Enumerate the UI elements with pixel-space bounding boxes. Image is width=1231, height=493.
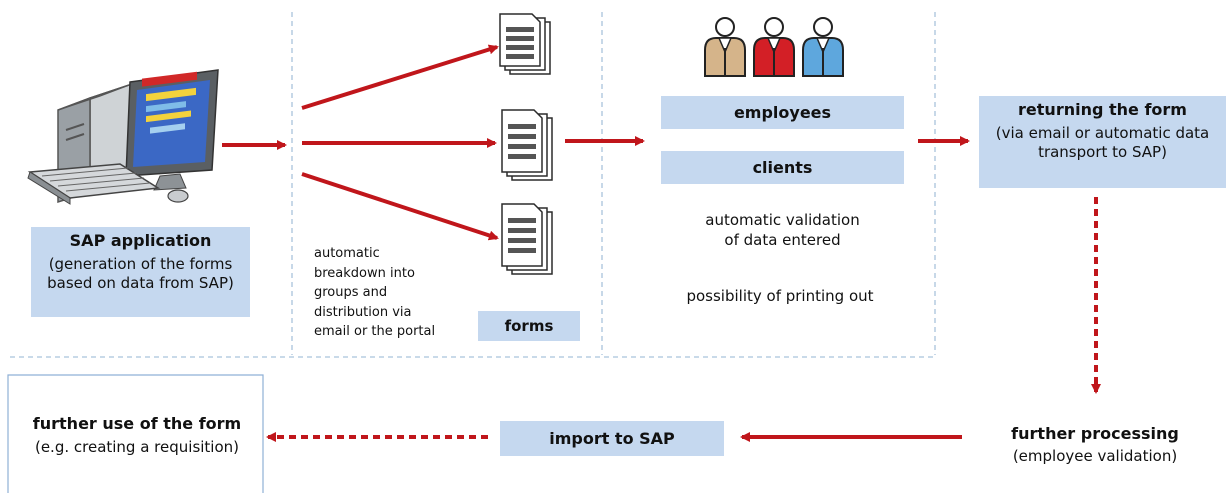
- distribution-line: automatic: [314, 246, 380, 261]
- form-document-icon: [501, 109, 553, 181]
- printing-note: possibility of printing out: [686, 287, 874, 305]
- returning-form-box: returning the form (via email or automat…: [979, 96, 1226, 188]
- person-icon: [753, 17, 795, 77]
- clients-box: clients: [661, 151, 904, 184]
- flow-arrows: [222, 44, 1101, 442]
- returning-form-line2: transport to SAP): [1038, 142, 1167, 161]
- validation-note: automatic validation of data entered: [665, 211, 900, 250]
- returning-form-line1: (via email or automatic data: [995, 124, 1210, 142]
- form-document-icon: [499, 13, 551, 75]
- employees-box: employees: [661, 96, 904, 129]
- validation-line: of data entered: [724, 230, 841, 249]
- distribution-description: automatic breakdown into groups and dist…: [314, 244, 435, 342]
- import-to-sap-box: import to SAP: [500, 421, 724, 456]
- arrow-to-form-top: [301, 44, 499, 110]
- further-processing-subtitle: (employee validation): [1012, 446, 1178, 465]
- further-use-subtitle: (e.g. creating a requisition): [34, 437, 240, 456]
- distribution-line: breakdown into: [314, 265, 415, 281]
- computer-icon: [27, 69, 219, 205]
- arrow-to-form-bottom: [301, 172, 499, 241]
- returning-form-title: returning the form: [1018, 100, 1187, 119]
- sap-application-line1: (generation of the forms: [48, 255, 233, 273]
- person-icon: [704, 17, 746, 77]
- sap-application-title: SAP application: [69, 231, 212, 250]
- further-processing: further processing (employee validation): [966, 424, 1224, 467]
- further-use-frame: [7, 374, 264, 493]
- distribution-line: email or the portal: [314, 324, 436, 339]
- section-dividers: [10, 12, 936, 358]
- distribution-line: groups and: [314, 285, 388, 300]
- further-use-box: further use of the form (e.g. creating a…: [14, 414, 260, 457]
- sap-application-box: SAP application (generation of the forms…: [31, 227, 250, 317]
- distribution-line: distribution via: [314, 304, 412, 320]
- further-use-title: further use of the form: [32, 414, 242, 433]
- form-document-icon: [501, 203, 553, 275]
- person-icon: [802, 17, 844, 77]
- sap-application-line2: based on data from SAP): [47, 273, 234, 292]
- further-processing-title: further processing: [1011, 424, 1179, 443]
- forms-label: forms: [478, 311, 580, 341]
- validation-line: automatic validation: [705, 211, 860, 229]
